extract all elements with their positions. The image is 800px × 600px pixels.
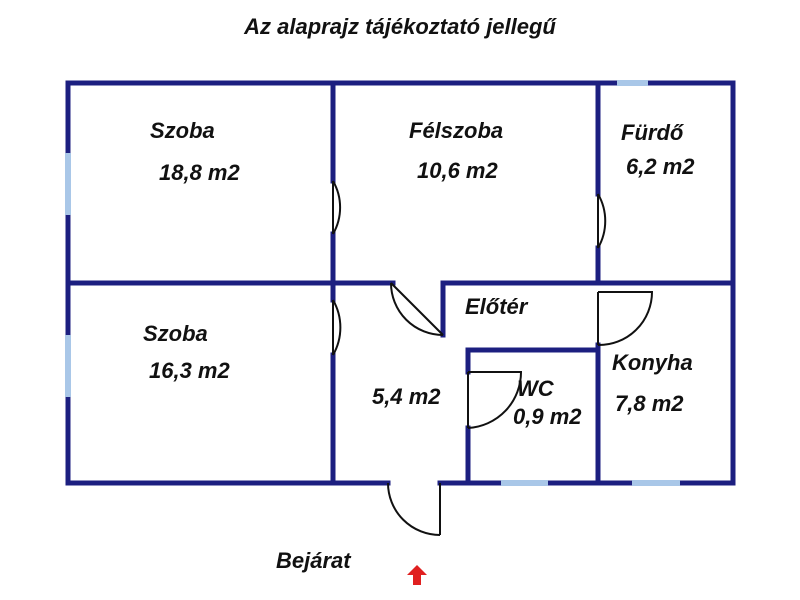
room-area-wc: 0,9 m2 (513, 404, 582, 429)
room-name-konyha: Konyha (612, 350, 693, 375)
room-area-szoba-1: 18,8 m2 (159, 160, 240, 185)
room-name-furdo: Fürdő (621, 120, 684, 145)
walls (65, 80, 736, 486)
room-name-eloter: Előtér (465, 294, 528, 319)
room-name-wc: WC (517, 376, 554, 401)
arrow-up-icon (407, 565, 427, 585)
room-area-furdo: 6,2 m2 (626, 154, 695, 179)
room-area-felszoba: 10,6 m2 (417, 158, 498, 183)
plan-title: Az alaprajz tájékoztató jellegű (244, 14, 556, 39)
room-area-eloter: 5,4 m2 (372, 384, 441, 409)
room-area-konyha: 7,8 m2 (615, 391, 684, 416)
windows (65, 80, 680, 486)
room-name-szoba-1: Szoba (150, 118, 215, 143)
room-area-szoba-2: 16,3 m2 (149, 358, 230, 383)
entrance-label: Bejárat (276, 548, 351, 573)
room-name-szoba-2: Szoba (143, 321, 208, 346)
room-name-felszoba: Félszoba (409, 118, 504, 143)
doors (332, 180, 654, 536)
